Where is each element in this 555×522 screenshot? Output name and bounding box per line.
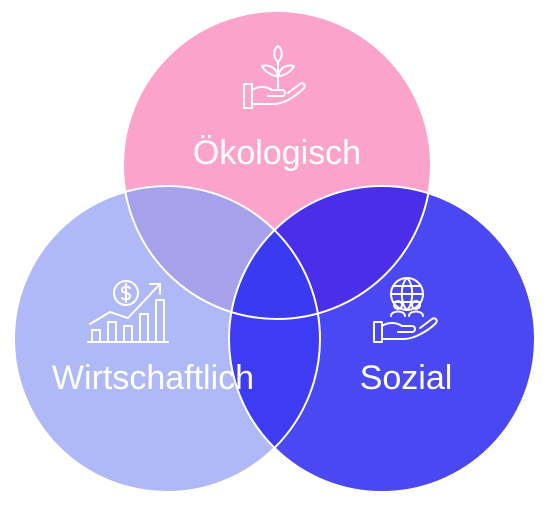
overlap-oekologisch-sozial [229, 186, 431, 319]
financial-growth-chart-icon [87, 280, 169, 343]
label-sozial: Sozial [360, 359, 453, 397]
outline-sozial [228, 185, 536, 493]
outline-oekologisch [122, 10, 432, 320]
plant-in-hand-icon [243, 45, 306, 109]
label-oekologisch: Ökologisch [193, 134, 361, 172]
outline-wirtschaftlich [13, 185, 321, 493]
globe-people-in-hand-icon [373, 277, 438, 343]
overlap-oekologisch-wirtschaftlich [123, 186, 320, 319]
label-wirtschaftlich: Wirtschaftlich [52, 359, 254, 397]
